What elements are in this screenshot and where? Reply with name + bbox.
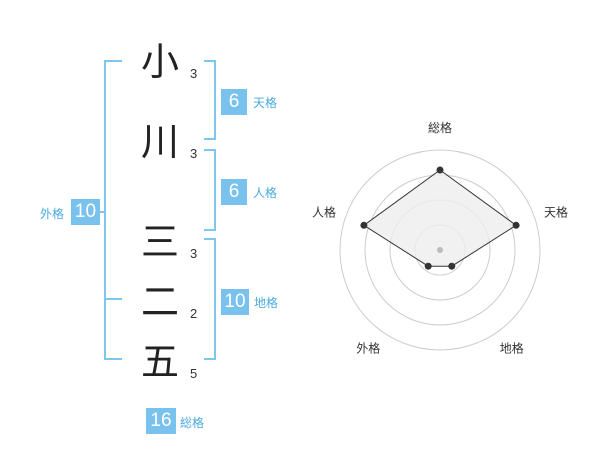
radar-value-polygon <box>363 169 517 267</box>
tenkaku-label: 天格 <box>253 96 278 110</box>
chikaku-label: 地格 <box>254 296 279 310</box>
radar-axis-label-3: 外格 <box>356 341 380 356</box>
name-character-5: 五 <box>140 340 179 384</box>
gaikaku-value: 10 <box>71 199 100 225</box>
soukaku-label: 総格 <box>180 416 205 430</box>
gaikaku-label: 外格 <box>40 207 65 221</box>
stroke-count-3: 3 <box>190 246 198 261</box>
name-character-4: 二 <box>140 280 179 324</box>
gaikaku-bracket <box>104 60 122 360</box>
chikaku-value: 10 <box>221 289 249 315</box>
tenkaku-value: 6 <box>221 89 247 115</box>
jinkaku-value: 6 <box>221 179 247 205</box>
tenkaku-bracket <box>204 60 216 140</box>
soukaku-value: 16 <box>146 408 176 434</box>
stroke-count-4: 2 <box>190 306 198 321</box>
radar-point-4 <box>360 221 368 229</box>
stroke-count-5: 5 <box>190 366 198 381</box>
radar-point-1 <box>512 221 520 229</box>
gaikaku-bracket-tick <box>104 298 122 300</box>
stroke-count-2: 3 <box>190 146 198 161</box>
jinkaku-label: 人格 <box>253 186 278 200</box>
radar-center-dot <box>437 247 443 253</box>
radar-axis-label-4: 人格 <box>312 204 336 219</box>
radar-point-2 <box>448 262 456 270</box>
name-character-2: 川 <box>140 120 179 164</box>
radar-axis-label-1: 天格 <box>544 204 568 219</box>
radar-ring-4 <box>339 149 541 351</box>
stroke-count-1: 3 <box>190 66 198 81</box>
jinkaku-bracket <box>204 149 216 231</box>
name-character-1: 小 <box>140 40 179 84</box>
radar-point-3 <box>424 262 432 270</box>
chikaku-bracket <box>204 238 216 360</box>
name-character-3: 三 <box>140 220 179 264</box>
radar-axis-label-2: 地格 <box>500 341 524 356</box>
gaikaku-bracket-connector <box>98 211 106 213</box>
radar-point-0 <box>436 166 444 174</box>
radar-axis-label-0: 総格 <box>428 120 452 135</box>
